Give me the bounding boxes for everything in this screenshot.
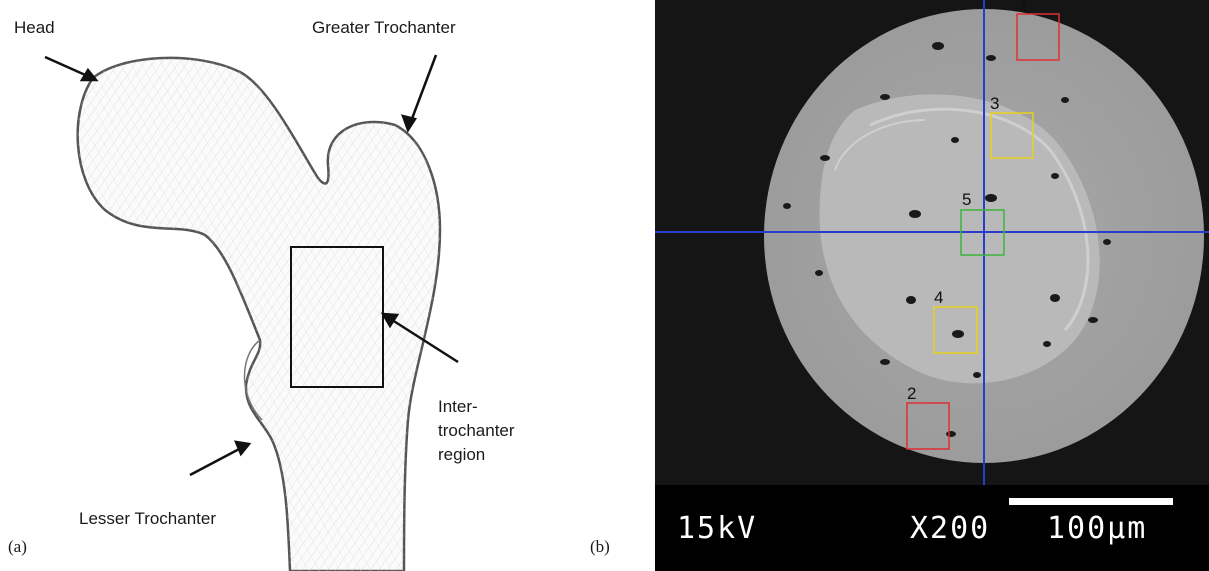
head-arrow-tip: [82, 70, 96, 80]
roi-label-4: 4: [934, 288, 943, 308]
roi-label-5: 5: [962, 190, 971, 210]
sem-info-bar: 15kV X200 100µm: [655, 485, 1209, 571]
lesser-trochanter-arrow-tip: [236, 442, 249, 454]
lesser-trochanter-label: Lesser Trochanter: [79, 509, 216, 529]
femur-diagram-panel: Head Greater Trochanter Inter- trochante…: [0, 0, 640, 571]
intertrochanter-label-line1: Inter-: [438, 397, 478, 417]
scale-bar: [1009, 498, 1173, 505]
greater-trochanter-arrow: [410, 55, 436, 124]
intertrochanter-label-line2: trochanter: [438, 421, 515, 441]
lesser-trochanter-arrow: [190, 447, 243, 475]
femur-outline-drawing: [0, 0, 640, 571]
head-label: Head: [14, 18, 55, 38]
roi-label-3: 3: [990, 94, 999, 114]
panel-a-letter: (a): [8, 537, 27, 557]
roi-label-1: 1: [1019, 0, 1028, 16]
sem-magnification: X200: [910, 511, 990, 546]
sem-voltage: 15kV: [677, 511, 757, 546]
intertrochanter-label-line3: region: [438, 445, 485, 465]
sem-image: [655, 0, 1209, 485]
greater-trochanter-arrow-tip: [403, 116, 415, 130]
sem-micrograph-panel: 1 3 5 4 2 15kV X200 100µm: [655, 0, 1209, 571]
panel-b-letter: (b): [590, 537, 610, 557]
sem-scale-label: 100µm: [1047, 511, 1147, 546]
roi-label-2: 2: [907, 384, 916, 404]
greater-trochanter-label: Greater Trochanter: [312, 18, 456, 38]
